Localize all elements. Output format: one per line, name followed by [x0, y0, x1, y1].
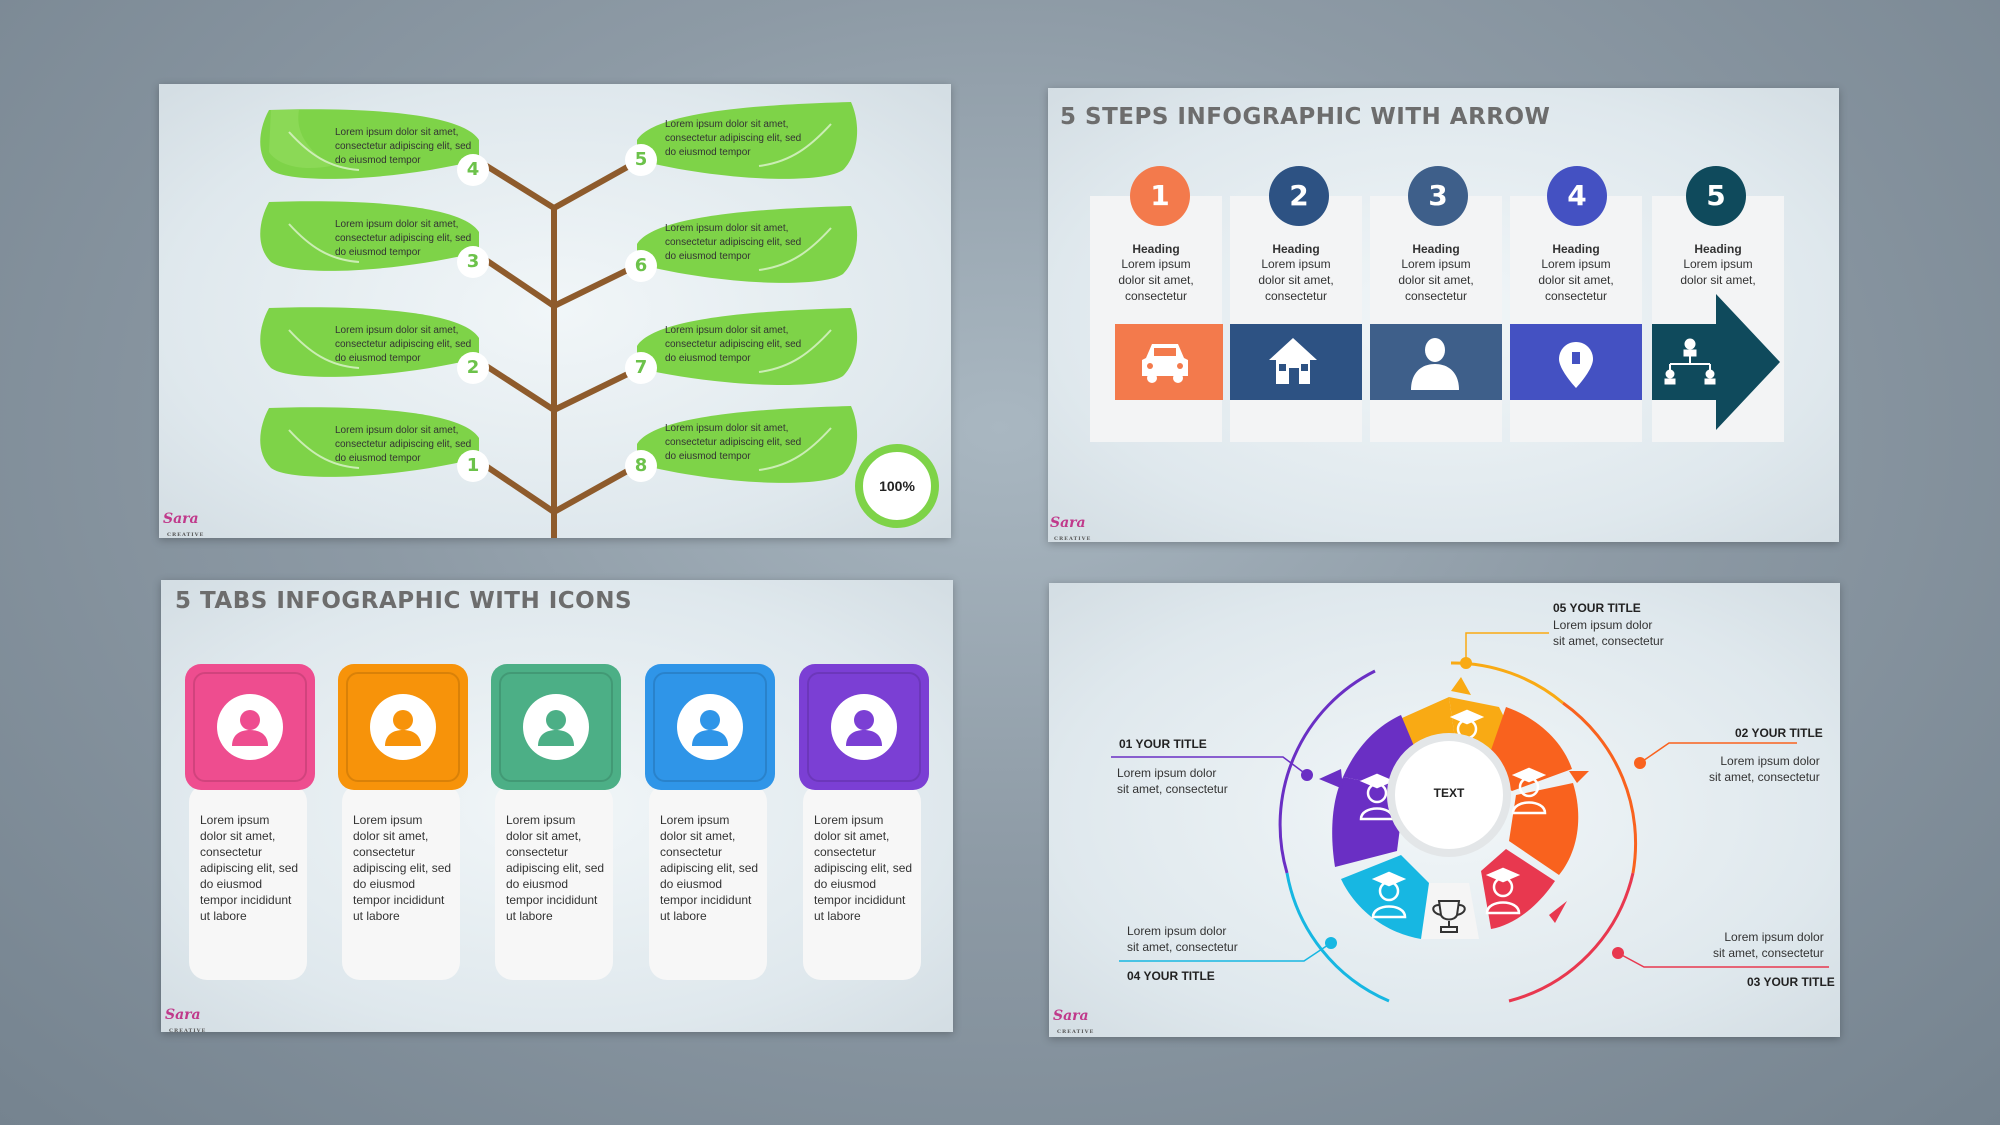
- slide-title: 5 TABS INFOGRAPHIC WITH ICONS: [175, 588, 633, 614]
- step-icon-boxes: [1115, 294, 1780, 430]
- tab-card-4: [649, 784, 767, 980]
- step-column-4: [1510, 196, 1642, 442]
- tab-header-1: [185, 664, 315, 790]
- tab-header-4: [645, 664, 775, 790]
- leaf-number-8: 8: [625, 450, 657, 482]
- user-icon: [217, 694, 283, 760]
- leaf-text-1: Lorem ipsum dolor sit amet, consectetur …: [335, 425, 472, 464]
- step-column-1: [1090, 196, 1222, 442]
- step-heading-4: Heading: [1552, 242, 1600, 256]
- cycle-title-01: 01 YOUR TITLE: [1119, 737, 1207, 751]
- step-heading-3: Heading: [1412, 242, 1460, 256]
- cycle-title-02: 02 YOUR TITLE: [1735, 726, 1823, 740]
- tab-card-2: [342, 784, 460, 980]
- leaf-text-6: Lorem ipsum dolor sit amet, consectetur …: [665, 223, 802, 262]
- trophy-icon: [1432, 900, 1466, 933]
- leaf-number-1: 1: [457, 450, 489, 482]
- tab-card-5: [803, 784, 921, 980]
- leaf-number-2: 2: [457, 352, 489, 384]
- cycle-title-04: 04 YOUR TITLE: [1127, 969, 1215, 983]
- tab-card-3: [495, 784, 613, 980]
- leaf-text-3: Lorem ipsum dolor sit amet, consectetur …: [335, 219, 472, 258]
- leaf-text-8: Lorem ipsum dolor sit amet, consectetur …: [665, 423, 802, 462]
- slide-title: 5 STEPS INFOGRAPHIC WITH ARROW: [1060, 104, 1551, 130]
- step-heading-1: Heading: [1132, 242, 1180, 256]
- tab-header-2: [338, 664, 468, 790]
- user-icon: [523, 694, 589, 760]
- user-icon: [677, 694, 743, 760]
- leaf-text-2: Lorem ipsum dolor sit amet, consectetur …: [335, 325, 472, 364]
- step-number-3: 3: [1408, 166, 1468, 226]
- user-icon: [831, 694, 897, 760]
- leaf-text-4: Lorem ipsum dolor sit amet, consectetur …: [335, 127, 472, 166]
- leaf-text-5: Lorem ipsum dolor sit amet, consectetur …: [665, 119, 802, 158]
- step-number-2: 2: [1269, 166, 1329, 226]
- person-icon: [1411, 338, 1459, 390]
- tab-card-1: [189, 784, 307, 980]
- tab-header-5: [799, 664, 929, 790]
- cycle-diagram: [1111, 632, 1829, 1003]
- user-icon: [370, 694, 436, 760]
- left-leaves: [260, 109, 479, 477]
- cycle-title-03: 03 YOUR TITLE: [1747, 975, 1835, 989]
- car-icon: [1142, 344, 1188, 383]
- step-arrow-5: [1652, 294, 1780, 430]
- step-number-5: 5: [1686, 166, 1746, 226]
- graduate-icons: [1359, 709, 1547, 919]
- tab-header-3: [491, 664, 621, 790]
- leaf-number-6: 6: [625, 250, 657, 282]
- progress-label: 100%: [879, 478, 915, 494]
- location-pin-icon: [1559, 342, 1593, 388]
- leaf-number-3: 3: [457, 246, 489, 278]
- progress-ring: [855, 444, 939, 528]
- leaf-text-7: Lorem ipsum dolor sit amet, consectetur …: [665, 325, 802, 364]
- step-number-1: 1: [1130, 166, 1190, 226]
- center-circle: [1387, 733, 1511, 857]
- tree-diagram: [260, 102, 939, 538]
- leaf-number-4: 4: [457, 154, 489, 186]
- leaf-number-5: 5: [625, 144, 657, 176]
- step-heading-2: Heading: [1272, 242, 1320, 256]
- step-heading-5: Heading: [1694, 242, 1742, 256]
- step-column-2: [1230, 196, 1362, 442]
- slide-tree-infographic: Lorem ipsum dolor sit amet, consectetur …: [159, 84, 951, 538]
- step-column-3: [1370, 196, 1502, 442]
- center-text: TEXT: [1433, 786, 1465, 800]
- slide-5-steps-arrow: 5 STEPS INFOGRAPHIC WITH ARROW 1 2 3 4 5…: [1048, 88, 1839, 542]
- cycle-title-05: 05 YOUR TITLE: [1553, 601, 1641, 615]
- org-chart-icon: [1664, 338, 1716, 385]
- step-number-4: 4: [1547, 166, 1607, 226]
- right-leaves: [637, 102, 858, 483]
- slide-5-tabs-icons: 5 TABS INFOGRAPHIC WITH ICONS Lorem: [161, 580, 953, 1032]
- leaf-number-7: 7: [625, 352, 657, 384]
- house-icon: [1269, 338, 1317, 384]
